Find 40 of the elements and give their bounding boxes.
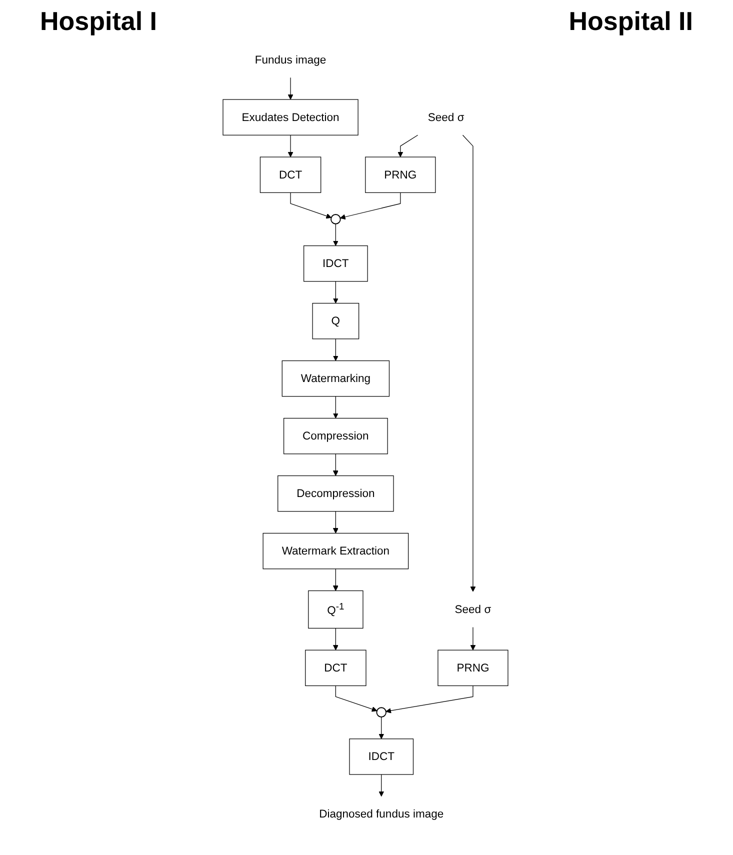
arrow xyxy=(378,774,384,797)
arrow xyxy=(290,192,332,219)
node-text: Fundus image xyxy=(254,53,326,66)
arrow xyxy=(332,396,338,418)
node-box: IDCT xyxy=(304,245,368,282)
arrow xyxy=(288,134,294,158)
node-box: Exudates Detection xyxy=(222,99,358,136)
node-text: Seed σ xyxy=(428,110,464,124)
node-text: Seed σ xyxy=(454,602,492,616)
arrow xyxy=(386,685,474,714)
arrow xyxy=(378,716,384,740)
node-box: IDCT xyxy=(349,738,414,775)
arrow xyxy=(335,685,378,712)
arrow xyxy=(462,134,476,592)
node-box: DCT xyxy=(305,650,366,686)
node-box: DCT xyxy=(260,156,322,193)
node-box: PRNG xyxy=(365,156,436,193)
node-box: Q xyxy=(312,302,360,340)
node-box: PRNG xyxy=(438,650,508,686)
node-text: Diagnosed fundus image xyxy=(319,808,444,820)
arrow xyxy=(332,224,338,246)
arrow xyxy=(340,192,401,220)
arrow xyxy=(332,568,338,591)
arrow xyxy=(470,627,476,650)
node-box: Compression xyxy=(284,418,388,454)
arrow xyxy=(332,338,338,361)
column-heading: Hospital II xyxy=(568,6,693,37)
arrow xyxy=(332,281,338,304)
node-box: Decompression xyxy=(278,475,394,512)
arrow xyxy=(332,454,338,476)
node-box: Q$^{-1}$ xyxy=(308,590,364,629)
arrow xyxy=(332,628,338,650)
node-box: Watermarking xyxy=(282,360,390,397)
node-box: Watermark Extraction xyxy=(262,532,409,570)
node-circle xyxy=(376,707,387,718)
arrow xyxy=(288,77,294,100)
arrow xyxy=(398,134,418,158)
arrow xyxy=(332,511,338,534)
column-heading: Hospital I xyxy=(40,6,158,37)
node-circle xyxy=(330,214,341,224)
